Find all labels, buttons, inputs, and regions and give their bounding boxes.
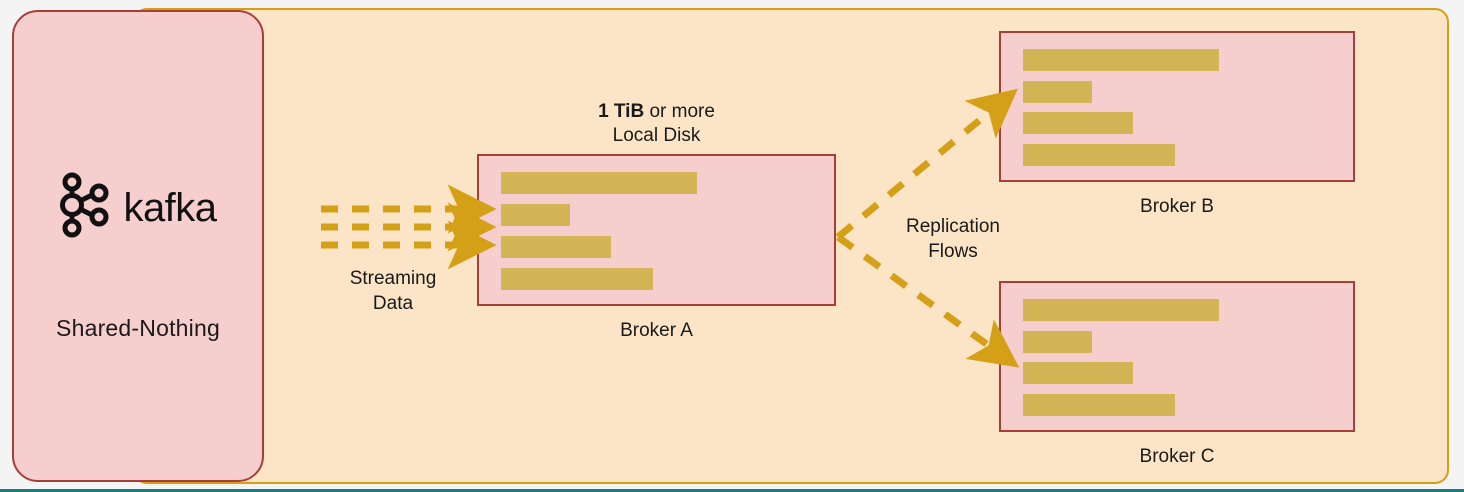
partition-bar [501, 204, 570, 226]
streaming-data-label-line1: Streaming [349, 268, 437, 289]
broker-a-box [477, 154, 836, 306]
local-disk-caption-line1: 1 TiB or more [477, 100, 836, 124]
kafka-wordmark: kafka [123, 185, 217, 230]
broker-b-box [999, 31, 1355, 182]
partition-bar [1023, 299, 1219, 321]
partition-bar [1023, 112, 1133, 135]
local-disk-qualifier: or more [644, 101, 715, 122]
local-disk-size: 1 TiB [598, 101, 645, 122]
partition-bar [1023, 49, 1219, 71]
partition-bar [501, 236, 611, 258]
replication-flows-label: Replication Flows [868, 215, 1038, 264]
partition-bar [501, 172, 697, 194]
broker-a-bars [501, 172, 820, 290]
broker-b-label: Broker B [1140, 196, 1214, 217]
shared-nothing-label: Shared-Nothing [56, 315, 220, 341]
partition-bar [1023, 143, 1175, 166]
local-disk-caption-line2: Local Disk [612, 125, 701, 147]
broker-c-box [999, 281, 1355, 432]
partition-bar [1023, 330, 1092, 353]
replication-flows-label-line2: Flows [928, 240, 978, 262]
broker-c-label: Broker C [1139, 446, 1215, 467]
partition-bar [1023, 393, 1175, 416]
broker-b-bars [1023, 49, 1339, 166]
kafka-logo-row: kafka [59, 172, 217, 243]
broker-a-label: Broker A [620, 320, 693, 341]
streaming-data-label-line2: Data [372, 292, 414, 314]
local-disk-caption: 1 TiB or more Local Disk [477, 100, 836, 149]
broker-c-bars [1023, 299, 1339, 416]
partition-bar [501, 268, 653, 290]
streaming-data-label: Streaming Data [323, 267, 463, 316]
replication-flows-label-line1: Replication [906, 216, 1000, 237]
kafka-logo-icon [59, 172, 113, 243]
partition-bar [1023, 362, 1133, 385]
bottom-accent-rule [0, 489, 1464, 492]
kafka-shared-nothing-card: kafka Shared-Nothing [12, 10, 264, 482]
partition-bar [1023, 80, 1092, 103]
